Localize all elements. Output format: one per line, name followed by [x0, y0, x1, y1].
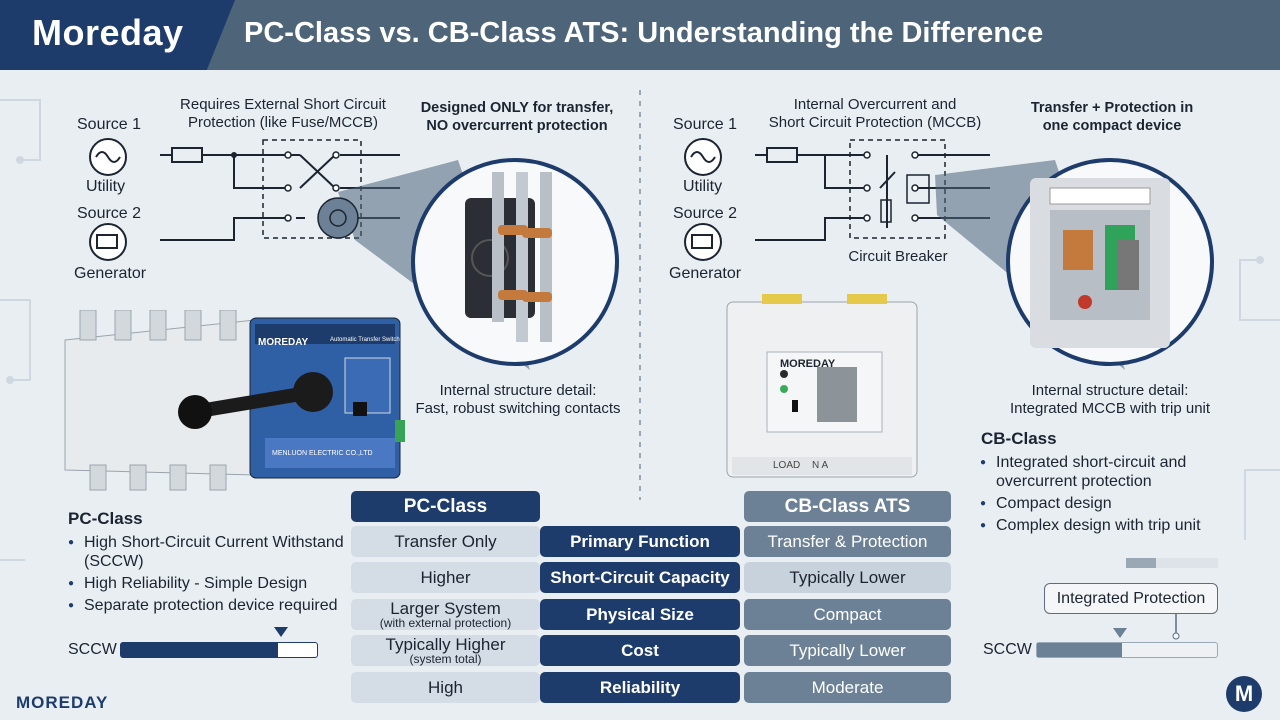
utility-label: Utility — [86, 178, 126, 195]
table-cell-cb-text: Typically Lower — [789, 640, 906, 660]
left-product-maker: MENLUON ELECTRIC CO.,LTD — [272, 450, 373, 457]
table-cell-pc: Larger System(with external protection) — [351, 599, 540, 630]
table-cell-criterion: Cost — [540, 635, 740, 666]
table-cell-pc-text: Higher — [420, 567, 471, 587]
table-cell-criterion: Short-Circuit Capacity — [540, 562, 740, 593]
cb-sccw-fill — [1037, 643, 1122, 657]
table-cell-pc-text: Typically Higher — [385, 635, 506, 654]
left-product-type: Automatic Transfer Switch — [330, 337, 400, 343]
pc-class-heading: PC-Class — [68, 509, 143, 528]
table-cell-cb-text: Typically Lower — [789, 567, 906, 587]
generator-label-right: Generator — [669, 265, 742, 282]
brand-badge-icon[interactable]: M — [1226, 676, 1262, 712]
cb-sccw-bar — [1036, 642, 1218, 658]
circuit-breaker-label: Circuit Breaker — [848, 248, 948, 265]
pc-bullet: High Reliability - Simple Design — [68, 574, 350, 593]
table-cell-cb-text: Moderate — [811, 677, 884, 697]
table-cell-criterion-text: Physical Size — [586, 604, 694, 624]
left-detail-caption: Internal structure detail: Fast, robust … — [415, 382, 621, 417]
page-title: PC-Class vs. CB-Class ATS: Understanding… — [244, 17, 1044, 49]
cb-bullet: Integrated short-circuit and overcurrent… — [980, 453, 1250, 491]
table-cell-pc-text: Larger System — [390, 599, 501, 618]
pc-bullet: High Short-Circuit Current Withstand (SC… — [68, 533, 350, 571]
table-cell-cb: Transfer & Protection — [744, 526, 951, 557]
pc-sccw-fill — [121, 643, 278, 657]
integrated-protection-box: Integrated Protection — [1044, 583, 1218, 614]
cb-scale-strip-fill — [1126, 558, 1156, 568]
right-product-brand: MOREDAY — [780, 358, 836, 370]
cb-class-bullets: Integrated short-circuit and overcurrent… — [980, 453, 1250, 538]
table-cell-pc-text: High — [428, 677, 463, 697]
table-cell-criterion: Primary Function — [540, 526, 740, 557]
source1-label-right: Source 1 — [673, 116, 738, 133]
table-cell-pc: Transfer Only — [351, 526, 540, 557]
table-cell-cb-text: Transfer & Protection — [767, 531, 928, 551]
utility-label-right: Utility — [683, 178, 723, 195]
table-cell-pc-subtext: (system total) — [409, 652, 482, 666]
footer-logo[interactable]: MOREDAY — [16, 693, 109, 712]
table-cell-cb: Moderate — [744, 672, 951, 703]
cb-class-product-image — [726, 294, 918, 478]
pc-class-bullets: High Short-Circuit Current Withstand (SC… — [68, 533, 350, 618]
cb-class-wiring-diagram — [684, 138, 1214, 370]
generator-label: Generator — [74, 265, 147, 282]
table-cell-pc: Typically Higher(system total) — [351, 635, 540, 666]
cb-class-heading: CB-Class — [981, 429, 1057, 448]
cb-sccw-label: SCCW — [983, 641, 1032, 658]
table-cell-cb: Compact — [744, 599, 951, 630]
table-cell-cb: Typically Lower — [744, 562, 951, 593]
header-bar: Moreday PC-Class vs. CB-Class ATS: Under… — [0, 0, 1280, 70]
transfer-only-note: Designed ONLY for transfer, NO overcurre… — [420, 100, 614, 134]
left-product-brand: MOREDAY — [258, 337, 309, 348]
pc-bullet: Separate protection device required — [68, 596, 350, 615]
table-cell-cb: Typically Lower — [744, 635, 951, 666]
table-cell-pc: Higher — [351, 562, 540, 593]
table-cell-pc: High — [351, 672, 540, 703]
internal-protection-note: Internal Overcurrent and Short Circuit P… — [768, 96, 982, 131]
table-cell-criterion-text: Cost — [621, 640, 659, 660]
generator-icon — [89, 223, 127, 261]
pc-class-wiring-diagram — [89, 138, 619, 370]
table-cell-cb-text: Compact — [813, 604, 882, 624]
table-header-pc: PC-Class — [351, 491, 540, 522]
table-cell-criterion-text: Reliability — [599, 677, 681, 697]
right-product-load-marks: N A — [812, 460, 829, 471]
integrated-protection-connector — [1113, 614, 1180, 640]
compact-device-note: Transfer + Protection in one compact dev… — [1030, 100, 1194, 134]
external-protection-note: Requires External Short Circuit Protecti… — [180, 96, 386, 131]
pc-sccw-marker — [274, 627, 288, 637]
pc-sccw-bar — [120, 642, 318, 658]
table-cell-criterion-text: Primary Function — [570, 531, 710, 551]
source2-label: Source 2 — [77, 205, 142, 222]
table-cell-pc-subtext: (with external protection) — [379, 616, 512, 630]
right-product-load: LOAD — [773, 460, 801, 471]
source2-label-right: Source 2 — [673, 205, 738, 222]
cb-scale-strip — [1126, 558, 1218, 568]
generator-icon — [684, 223, 722, 261]
pc-class-product-image — [64, 310, 405, 491]
source1-label: Source 1 — [77, 116, 142, 133]
brand-logo[interactable]: Moreday — [32, 12, 184, 53]
table-cell-pc-text: Transfer Only — [394, 531, 497, 551]
right-detail-caption: Internal structure detail: Integrated MC… — [1009, 382, 1211, 417]
table-cell-criterion-text: Short-Circuit Capacity — [550, 567, 730, 587]
table-cell-criterion: Physical Size — [540, 599, 740, 630]
logo-panel: Moreday — [0, 0, 235, 70]
cb-bullet: Complex design with trip unit — [980, 516, 1250, 535]
pc-sccw-label: SCCW — [68, 641, 117, 658]
table-cell-criterion: Reliability — [540, 672, 740, 703]
cb-bullet: Compact design — [980, 494, 1250, 513]
table-header-cb: CB-Class ATS — [744, 491, 951, 522]
